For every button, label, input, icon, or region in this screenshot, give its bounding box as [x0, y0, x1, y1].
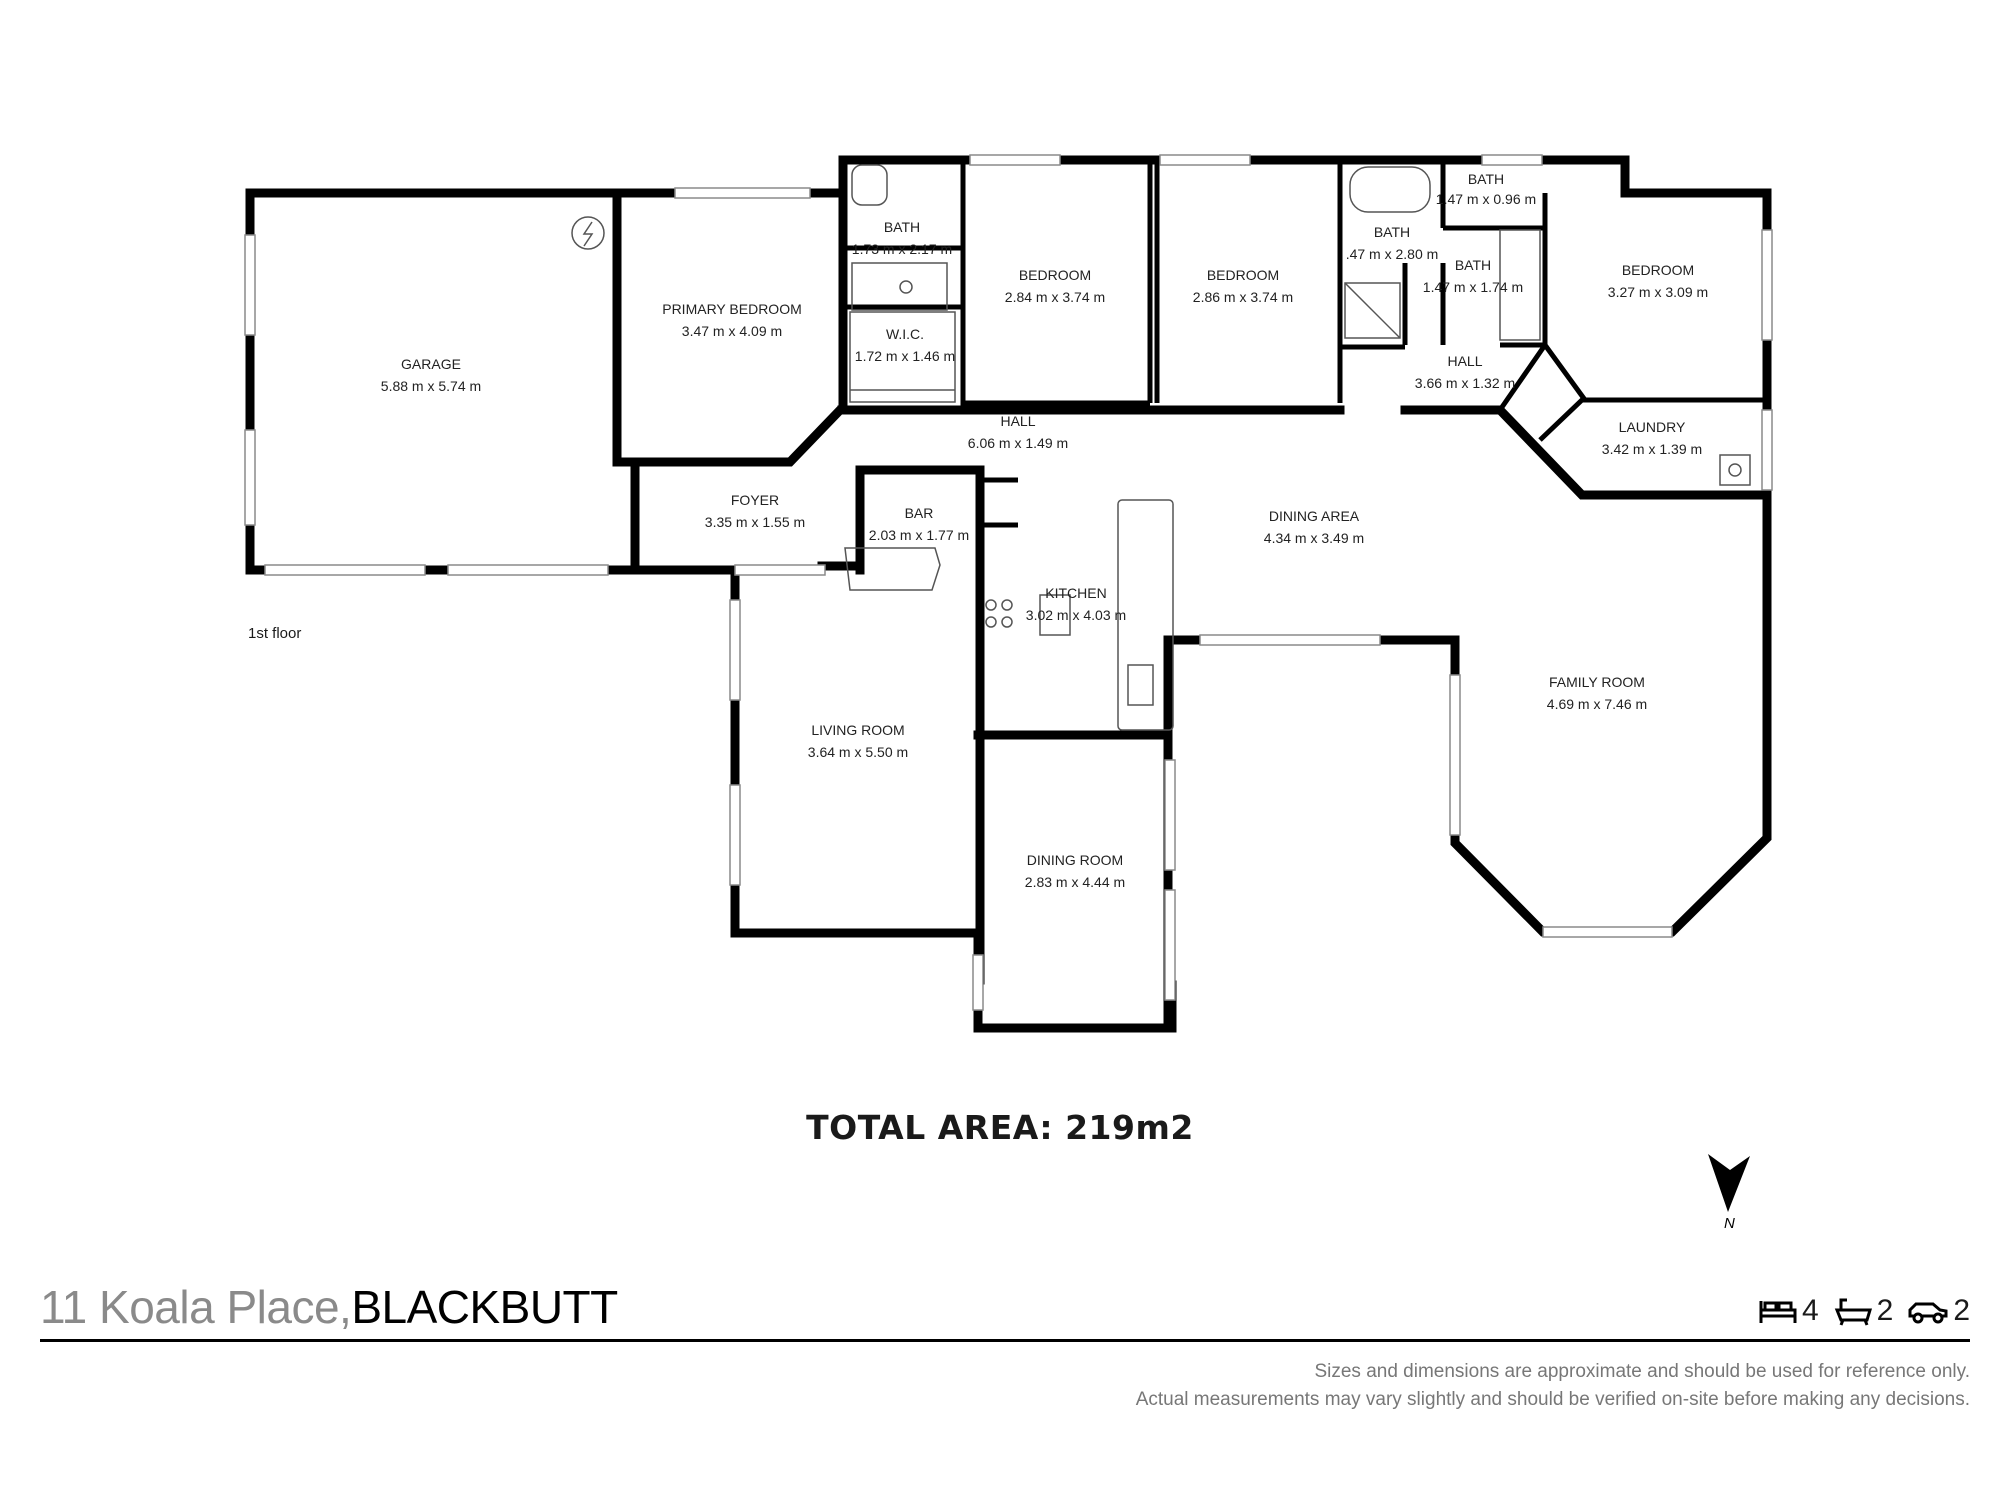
property-specs: 4 2 2 [1758, 1294, 1970, 1328]
floor-label: 1st floor [248, 625, 302, 642]
laundry-dims: 3.42 m x 1.39 m [1602, 441, 1702, 457]
wic-dims: 1.72 m x 1.46 m [855, 348, 955, 364]
north-arrow-icon: N [1708, 1154, 1750, 1230]
kitchen-dims: 3.02 m x 4.03 m [1026, 607, 1126, 623]
address: 11 Koala Place,BLACKBUTT [40, 1280, 618, 1334]
bath-icon [1834, 1298, 1872, 1326]
ensuite-name: BATH [884, 219, 920, 235]
walls [245, 155, 1772, 1033]
garage-dims: 5.88 m x 5.74 m [381, 378, 481, 394]
compass-label: N [1724, 1215, 1735, 1230]
living-room-name: LIVING ROOM [811, 722, 904, 738]
kitchen-bench [1117, 499, 1174, 731]
address-suburb: BLACKBUTT [351, 1281, 618, 1333]
disclaimer-line-1: Sizes and dimensions are approximate and… [1314, 1361, 1970, 1382]
wic-name: W.I.C. [886, 326, 924, 342]
bath-main-name: BATH [1374, 224, 1410, 240]
laundry-name: LAUNDRY [1619, 419, 1686, 435]
bar-counter [844, 547, 941, 591]
hall-main-dims: 6.06 m x 1.49 m [968, 435, 1068, 451]
bedroom-4-dims: 3.27 m x 3.09 m [1608, 284, 1708, 300]
hall-side-dims: 3.66 m x 1.32 m [1415, 375, 1515, 391]
ensuite-dims: 1.73 m x 2.17 m [852, 241, 952, 257]
total-area: TOTAL AREA: 219m2 [806, 1108, 1194, 1147]
primary-bedroom-name: PRIMARY BEDROOM [662, 301, 802, 317]
car-spaces-count: 2 [1953, 1294, 1970, 1327]
dining-room-name: DINING ROOM [1027, 852, 1123, 868]
foyer-dims: 3.35 m x 1.55 m [705, 514, 805, 530]
windows [244, 154, 1773, 1011]
bath-top-name: BATH [1468, 171, 1504, 187]
hall-side-name: HALL [1447, 353, 1482, 369]
dining-area-dims: 4.34 m x 3.49 m [1264, 530, 1364, 546]
bedrooms-count: 4 [1801, 1294, 1819, 1327]
bath-main-dims: .47 m x 2.80 m [1346, 246, 1439, 262]
bedroom-2-dims: 2.84 m x 3.74 m [1005, 289, 1105, 305]
dining-room-dims: 2.83 m x 4.44 m [1025, 874, 1125, 890]
electrical-meter-icon [571, 216, 605, 250]
bath-top-dims: 1.47 m x 0.96 m [1436, 191, 1536, 207]
room-labels: GARAGE 5.88 m x 5.74 m PRIMARY BEDROOM 3… [381, 171, 1708, 890]
dining-area-name: DINING AREA [1269, 508, 1360, 524]
bathrooms-count: 2 [1876, 1294, 1894, 1327]
disclaimer: Sizes and dimensions are approximate and… [1136, 1358, 1970, 1414]
garage-name: GARAGE [401, 356, 461, 372]
fixtures [571, 164, 1751, 731]
bath-side-dims: 1.47 m x 1.74 m [1423, 279, 1523, 295]
bedroom-3-name: BEDROOM [1207, 267, 1279, 283]
foyer-name: FOYER [731, 492, 779, 508]
family-room-name: FAMILY ROOM [1549, 674, 1645, 690]
bar-name: BAR [905, 505, 934, 521]
bedroom-4-name: BEDROOM [1622, 262, 1694, 278]
hall-main-name: HALL [1000, 413, 1035, 429]
kitchen-name: KITCHEN [1045, 585, 1106, 601]
family-room-dims: 4.69 m x 7.46 m [1547, 696, 1647, 712]
bedroom-2-name: BEDROOM [1019, 267, 1091, 283]
living-room-dims: 3.64 m x 5.50 m [808, 744, 908, 760]
bedroom-3-dims: 2.86 m x 3.74 m [1193, 289, 1293, 305]
footer-divider [40, 1339, 1970, 1342]
bed-icon [1759, 1301, 1797, 1323]
laundry-sink [1728, 463, 1742, 477]
primary-bedroom-dims: 3.47 m x 4.09 m [682, 323, 782, 339]
bedrooms-spec: 4 [1758, 1294, 1819, 1328]
disclaimer-line-2: Actual measurements may vary slightly an… [1135, 1389, 1970, 1410]
car-spaces-spec: 2 [1907, 1294, 1970, 1328]
address-street: 11 Koala Place, [40, 1281, 352, 1333]
bath-side-name: BATH [1455, 257, 1491, 273]
car-icon [1908, 1302, 1948, 1324]
bathrooms-spec: 2 [1833, 1294, 1894, 1328]
bar-dims: 2.03 m x 1.77 m [869, 527, 969, 543]
